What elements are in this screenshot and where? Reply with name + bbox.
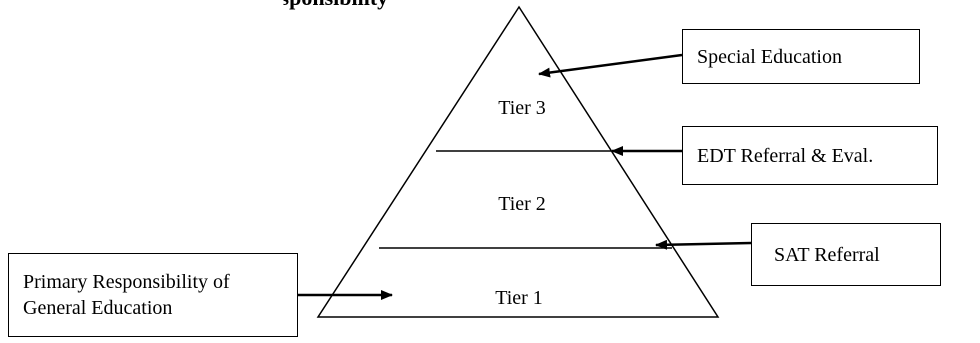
sat-referral-arrow [655,239,752,250]
general-education-box: Primary Responsibility of General Educat… [8,253,298,337]
pyramid-outline [316,5,720,318]
special-education-label: Special Education [697,45,842,68]
special-education-box: Special Education [682,29,920,84]
edt-referral-box: EDT Referral & Eval. [682,126,938,185]
sat-referral-label: SAT Referral [774,243,880,266]
special-education-arrow [538,53,683,78]
tier-2-label: Tier 2 [498,193,546,215]
tier-1-label: Tier 1 [495,287,543,309]
edt-referral-label: EDT Referral & Eval. [697,144,874,167]
general-education-label: Primary Responsibility of General Educat… [23,271,230,319]
tier-3-label: Tier 3 [498,97,546,119]
page-heading: Primary Responsibility [283,0,388,10]
sat-referral-box: SAT Referral [751,223,941,286]
